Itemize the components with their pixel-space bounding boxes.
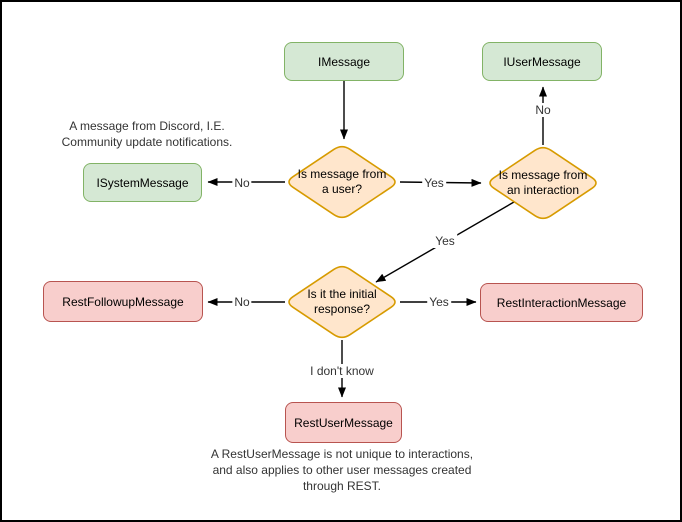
decision-from-user-label: Is message from a user?: [297, 167, 387, 196]
node-imessage: IMessage: [284, 42, 404, 81]
node-isystemmessage-label: ISystemMessage: [96, 175, 189, 190]
node-restusermessage: RestUserMessage: [285, 402, 402, 443]
node-restinteractionmessage: RestInteractionMessage: [480, 283, 643, 322]
edge-label-user-yes: Yes: [422, 176, 446, 190]
edge-label-user-no: No: [232, 176, 252, 190]
annotation-system-message-note: A message from Discord, I.E. Community u…: [61, 119, 233, 149]
decision-from-interaction-label: Is message from an interaction: [498, 168, 588, 197]
decision-from-user-shape: [288, 145, 396, 219]
node-restfollowupmessage: RestFollowupMessage: [43, 281, 203, 322]
node-restinteractionmessage-label: RestInteractionMessage: [496, 295, 627, 310]
node-restfollowupmessage-label: RestFollowupMessage: [62, 294, 184, 309]
edge-label-interaction-no: No: [533, 103, 553, 117]
node-isystemmessage: ISystemMessage: [83, 163, 202, 202]
decision-initial-response-shape: [288, 265, 396, 339]
decision-from-interaction-shape: [489, 146, 597, 220]
annotation-rest-user-message-note: A RestUserMessage is not unique to inter…: [210, 447, 474, 493]
node-imessage-label: IMessage: [317, 54, 371, 69]
edge-label-initial-unknown: I don't know: [308, 364, 376, 378]
decision-initial-response-label: Is it the initial response?: [307, 287, 377, 316]
node-restusermessage-label: RestUserMessage: [294, 415, 393, 430]
edge-label-initial-yes: Yes: [427, 295, 451, 309]
edge-label-initial-no: No: [232, 295, 252, 309]
node-iusermessage-label: IUserMessage: [503, 54, 581, 69]
edge-label-interaction-yes: Yes: [433, 234, 457, 248]
node-iusermessage: IUserMessage: [482, 42, 602, 81]
